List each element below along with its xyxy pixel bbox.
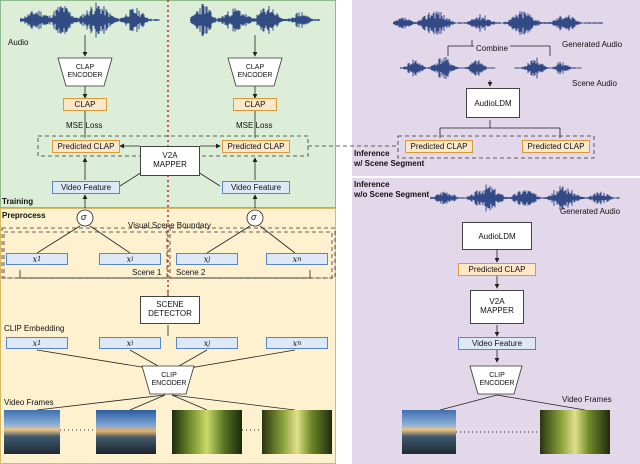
x-subscript: n — [297, 255, 302, 263]
sigma-left: σ — [81, 212, 87, 222]
predicted-clap-noscene: Predicted CLAP — [458, 263, 536, 276]
x-subscript: 1 — [37, 339, 42, 347]
sigma-right: σ — [251, 212, 257, 222]
video-frames-label: Video Frames — [4, 398, 54, 407]
clip-encoder-inference: CLIP ENCODER — [479, 372, 515, 387]
clip-encoder-training: CLIP ENCODER — [151, 372, 187, 387]
training-section-label: Training — [2, 197, 34, 206]
video-frames-label-inference: Video Frames — [562, 395, 612, 404]
video-feature-left: Video Feature — [52, 181, 120, 194]
preprocess-section-label: Preprocess — [2, 211, 46, 220]
video-frame-coast-2 — [96, 410, 156, 454]
audio-waveform-scene2 — [190, 3, 320, 37]
scene-audio-waveform-2 — [514, 57, 582, 79]
video-feature-right: Video Feature — [222, 181, 290, 194]
x-subscript: i — [131, 255, 134, 263]
video-feature-inference: Video Feature — [458, 337, 536, 350]
x-subscript: j — [208, 255, 211, 263]
audioldm-scene: AudioLDM — [466, 88, 520, 118]
v2a-mapper-training: V2A MAPPER — [140, 146, 200, 176]
inference-noscene-section-label: Inference w/o Scene Segment — [354, 180, 430, 199]
predicted-clap-right: Predicted CLAP — [222, 140, 290, 153]
inference-divider — [352, 176, 640, 178]
mse-loss-left: MSE Loss — [66, 121, 103, 130]
x-subscript: 1 — [37, 255, 42, 263]
scene-detector: SCENE DETECTOR — [140, 296, 200, 324]
x-subscript: n — [297, 339, 302, 347]
clap-box-right: CLAP — [233, 98, 277, 111]
inference-frame-coast — [402, 410, 456, 454]
audio-waveform-scene1 — [20, 2, 160, 38]
x-label: x — [126, 254, 132, 264]
predicted-clap-inference-2: Predicted CLAP — [522, 140, 590, 153]
clip-embedding-label: CLIP Embedding — [4, 324, 65, 333]
x-subscript: i — [131, 339, 134, 347]
x-label: x — [292, 254, 298, 264]
video-frame-coast-1 — [4, 410, 60, 454]
scene-audio-label: Scene Audio — [572, 79, 617, 88]
clap-encoder-right: CLAP ENCODER — [237, 64, 273, 79]
generated-audio-waveform-scene — [393, 11, 603, 35]
x-label: x — [32, 338, 38, 348]
generated-audio-label-scene: Generated Audio — [562, 40, 623, 49]
generated-audio-label-noscene: Generated Audio — [560, 207, 621, 216]
scene-audio-waveform-1 — [400, 57, 496, 79]
x-subscript: j — [208, 339, 211, 347]
x-label: x — [32, 254, 38, 264]
predicted-clap-left: Predicted CLAP — [52, 140, 120, 153]
predicted-clap-inference-1: Predicted CLAP — [405, 140, 473, 153]
generated-audio-waveform-noscene — [430, 184, 620, 212]
inference-scene-section-label: Inference w/ Scene Segment — [354, 149, 425, 168]
x-label: x — [126, 338, 132, 348]
clap-encoder-left: CLAP ENCODER — [67, 64, 103, 79]
audio-label: Audio — [8, 38, 29, 47]
scene2-label: Scene 2 — [176, 268, 206, 277]
x-label: x — [292, 338, 298, 348]
audioldm-noscene: AudioLDM — [462, 222, 532, 250]
clap-box-left: CLAP — [63, 98, 107, 111]
video-frame-forest-1 — [172, 410, 242, 454]
combine-label: Combine — [474, 44, 511, 53]
visual-scene-boundary-label: Visual Scene Boundary — [128, 221, 212, 230]
x-label: x — [203, 338, 209, 348]
inference-frame-forest — [540, 410, 610, 454]
mse-loss-right: MSE Loss — [236, 121, 273, 130]
scene1-label: Scene 1 — [132, 268, 162, 277]
v2a-mapper-inference: V2A MAPPER — [470, 290, 524, 324]
video-frame-forest-2 — [262, 410, 332, 454]
x-label: x — [203, 254, 209, 264]
